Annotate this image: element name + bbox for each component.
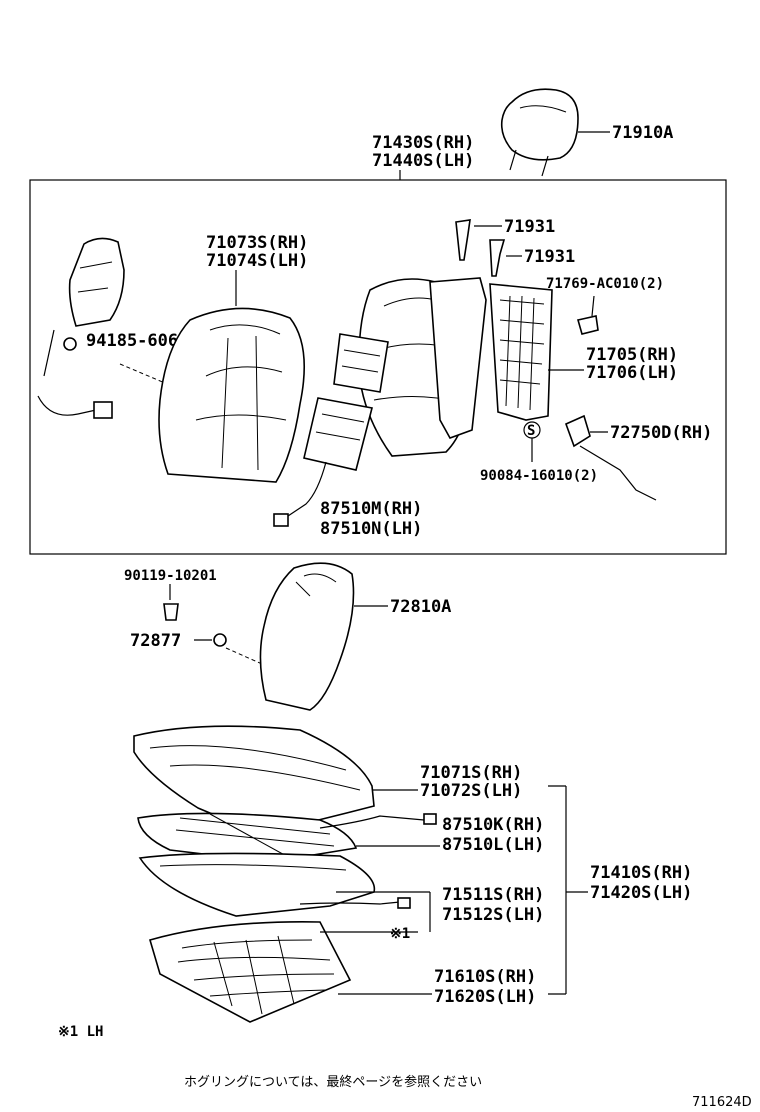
label-87510N: 87510N(LH) xyxy=(320,519,422,539)
label-71706: 71706(LH) xyxy=(586,363,678,383)
label-mark1: ※1 xyxy=(390,926,410,942)
label-71072S: 71072S(LH) xyxy=(420,781,522,801)
diagram-id: 711624D xyxy=(692,1095,752,1110)
headrest-guides xyxy=(455,219,522,277)
label-87510K: 87510K(RH) xyxy=(442,815,544,835)
label-72877: 72877 xyxy=(130,631,181,651)
label-71620S: 71620S(LH) xyxy=(434,987,536,1007)
seat-cushion-frame xyxy=(149,921,352,1023)
label-87510L: 87510L(LH) xyxy=(442,835,544,855)
label-90084: 90084-16010(2) xyxy=(480,468,598,484)
label-71512S: 71512S(LH) xyxy=(442,905,544,925)
seatback-cover xyxy=(158,307,305,483)
label-71430S: 71430S(RH) xyxy=(372,133,474,153)
label-s: S xyxy=(527,423,535,439)
label-71420S: 71420S(LH) xyxy=(590,883,692,903)
seat-cushion-cover xyxy=(133,725,375,835)
footnote: ※1 LH xyxy=(58,1024,103,1040)
label-87510M: 87510M(RH) xyxy=(320,499,422,519)
seatback-board xyxy=(429,277,584,439)
label-71073S: 71073S(RH) xyxy=(206,233,308,253)
seatback-group-box xyxy=(29,179,727,555)
label-71071S: 71071S(RH) xyxy=(420,763,522,783)
seat-cushion-pad xyxy=(138,852,411,917)
nut-icon xyxy=(213,633,227,647)
side-airbag-module xyxy=(37,237,125,419)
label-71610S: 71610S(RH) xyxy=(434,967,536,987)
label-94185: 94185-60600 xyxy=(86,331,199,351)
armrest xyxy=(259,562,388,711)
bolt-icon xyxy=(163,603,179,621)
label-71769: 71769-AC010(2) xyxy=(546,276,664,292)
label-71410S: 71410S(RH) xyxy=(590,863,692,883)
hog-ring-note: ホグリングについては、最終ページを参照ください xyxy=(184,1074,482,1090)
label-72750D: 72750D(RH) xyxy=(610,423,712,443)
seatback-heater xyxy=(273,333,389,527)
label-71074S: 71074S(LH) xyxy=(206,251,308,271)
label-71931-a: 71931 xyxy=(504,217,555,237)
headrest xyxy=(500,88,610,177)
label-71910A: 71910A xyxy=(612,123,673,143)
label-90119: 90119-10201 xyxy=(124,568,217,584)
seat-cushion-heater xyxy=(137,812,437,863)
label-71511S: 71511S(RH) xyxy=(442,885,544,905)
label-71440S: 71440S(LH) xyxy=(372,151,474,171)
recliner-lever: S xyxy=(523,414,657,501)
label-71705: 71705(RH) xyxy=(586,345,678,365)
label-72810A: 72810A xyxy=(390,597,451,617)
board-clip xyxy=(576,315,599,335)
label-71931-b: 71931 xyxy=(524,247,575,267)
